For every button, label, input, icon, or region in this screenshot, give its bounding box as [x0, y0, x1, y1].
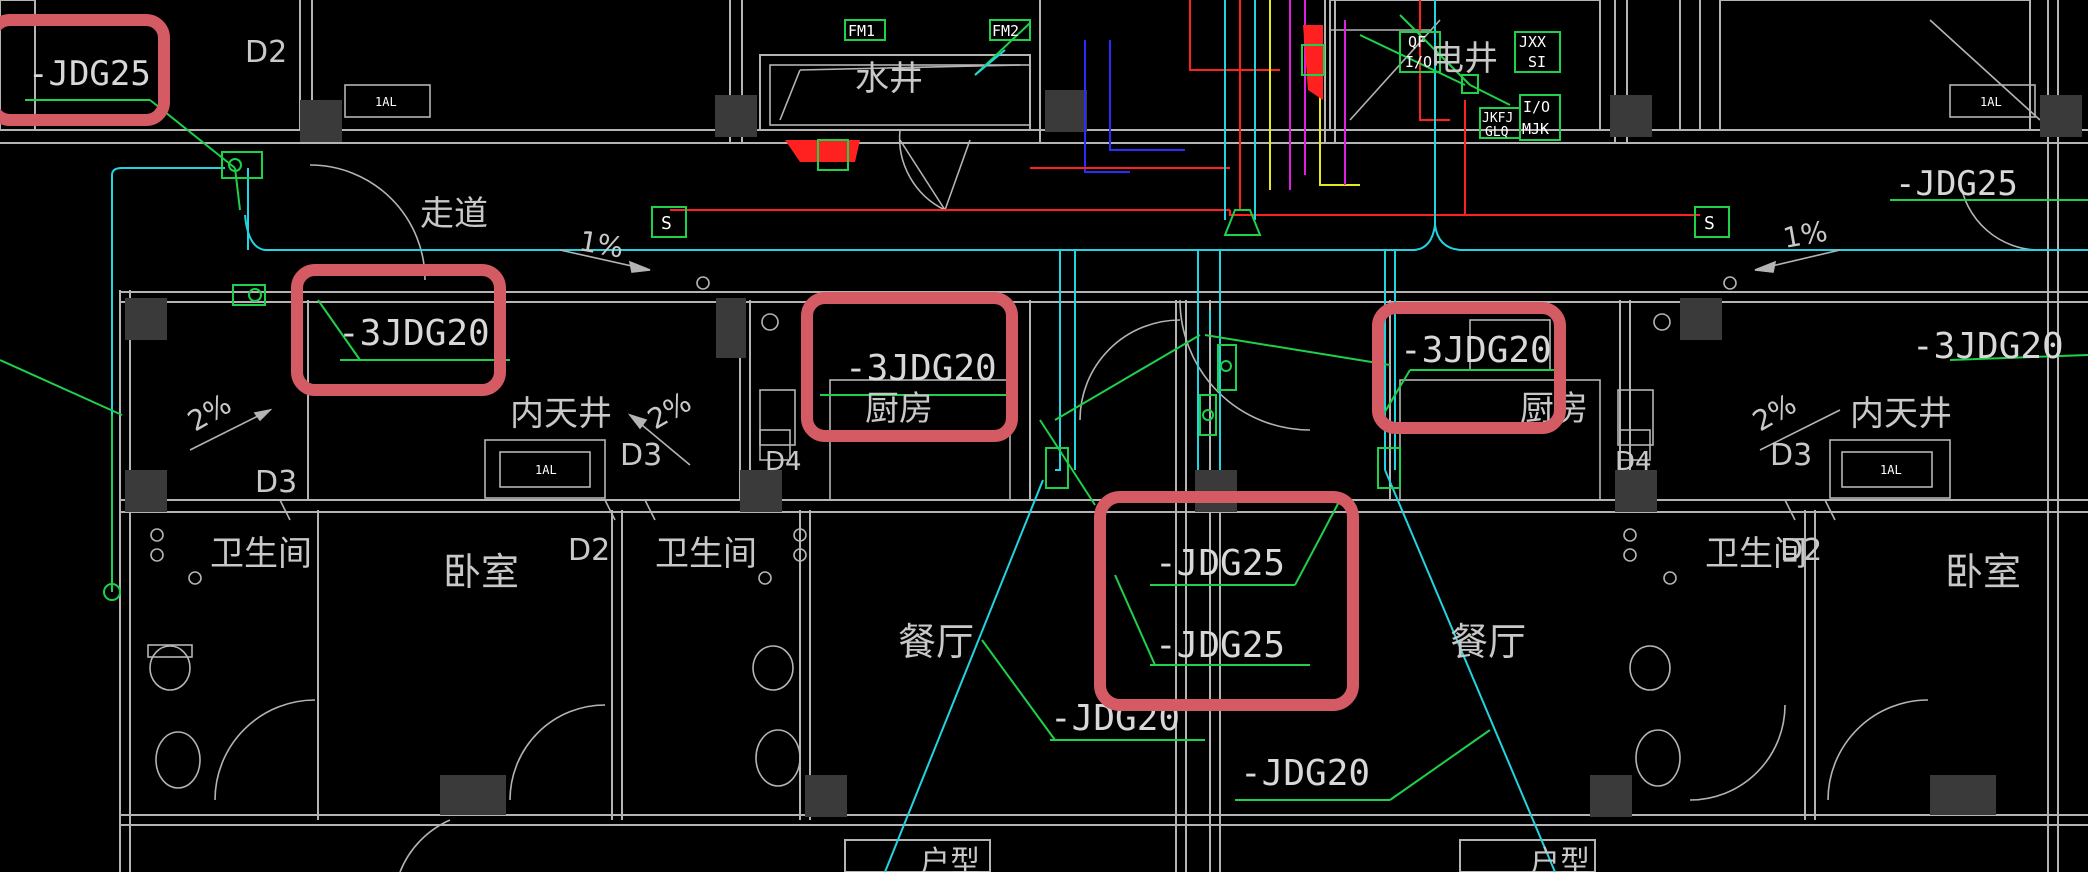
tag-io-b: I/O	[1523, 98, 1550, 116]
label-electrical-shaft: 电井	[1430, 39, 1498, 79]
tag-panel-mid-left: 1AL	[535, 463, 557, 477]
tag-fm2: FM2	[992, 22, 1019, 40]
label-inner-shaft-left: 内天井	[510, 394, 612, 434]
label-bathroom-left-b: 卫生间	[655, 534, 757, 574]
label-bottom-right-fragment: 户型	[1530, 845, 1590, 872]
highlight-jdg25-center	[1094, 491, 1359, 711]
slope-corridor-left: 1%	[577, 224, 626, 264]
label-bottom-left-fragment: 户型	[920, 845, 980, 872]
tag-panel-top-right: 1AL	[1980, 95, 2002, 109]
label-bedroom-right: 卧室	[1945, 550, 2021, 594]
red-panel-symbol	[1303, 25, 1323, 100]
colored-wiring	[670, 0, 1700, 216]
highlight-boxes	[0, 14, 1566, 711]
tag-panel-top-left: 1AL	[375, 95, 397, 109]
conduit-label-jdg25-center-a: -JDG25	[1155, 543, 1285, 584]
conduit-stubs	[974, 49, 1211, 330]
label-bathroom-right: 卫生间	[1705, 534, 1807, 574]
conduit-label-jdg25-center-b: -JDG25	[1155, 625, 1285, 666]
equipment-boxes	[103, 19, 1730, 601]
door-tag-d4-left: D4	[765, 447, 802, 477]
columns	[125, 90, 2082, 817]
door-tag-d4-right: D4	[1615, 447, 1652, 477]
conduit-label-jdg20-bottom-right: -JDG20	[1240, 753, 1370, 794]
tag-mjk: MJK	[1522, 120, 1549, 138]
highlight-3jdg20-right	[1372, 302, 1566, 434]
conduit-label-3jdg20-right-mid: -3JDG20	[1400, 330, 1552, 371]
tag-jxx: JXX	[1519, 33, 1546, 51]
tag-s-left: S	[661, 213, 672, 234]
tag-si: SI	[1528, 53, 1546, 71]
label-shaft: 水井	[855, 59, 923, 99]
door-swings	[214, 19, 2041, 872]
tag-fm1: FM1	[848, 22, 875, 40]
door-tag-d3-left-b: D3	[620, 438, 662, 473]
tag-qf: QF	[1408, 33, 1426, 51]
label-kitchen-left: 厨房	[865, 389, 933, 429]
tag-glq: GLQ	[1485, 125, 1509, 140]
tag-panel-mid-right: 1AL	[1880, 463, 1902, 477]
label-dining-right: 餐厅	[1450, 620, 1526, 664]
label-inner-shaft-right: 内天井	[1850, 394, 1952, 434]
red-equipment-symbol	[785, 140, 860, 162]
label-dining-left: 餐厅	[898, 620, 974, 664]
highlight-3jdg20-left	[291, 264, 506, 396]
label-bathroom-left-a: 卫生间	[210, 534, 312, 574]
label-bedroom-left: 卧室	[443, 550, 519, 594]
door-tag-d2-right: D2	[1780, 533, 1822, 568]
conduit-runs	[111, 0, 2088, 872]
conduit-label-jdg25-top-right: -JDG25	[1895, 164, 2018, 204]
slope-arrows	[189, 249, 1841, 466]
conduit-label-3jdg20-center: -3JDG20	[845, 348, 997, 389]
door-tag-d2-mid: D2	[568, 533, 610, 568]
tag-jkfj: JKFJ	[1482, 111, 1513, 126]
highlight-jdg25-top-left	[0, 14, 170, 126]
conduit-label-3jdg20-left: -3JDG20	[338, 313, 490, 354]
door-tag-d2-top: D2	[245, 35, 287, 70]
door-tag-d3-left: D3	[255, 465, 297, 500]
tag-s-right: S	[1704, 213, 1715, 234]
highlight-3jdg20-center	[801, 292, 1018, 442]
conduit-label-jdg25-top-left: -JDG25	[28, 54, 151, 94]
tag-io-a: I/O	[1405, 53, 1432, 71]
label-corridor: 走道	[420, 194, 488, 234]
door-tag-d3-right: D3	[1770, 438, 1812, 473]
slope-corridor-right: 1%	[1780, 215, 1829, 255]
conduit-label-3jdg20-far-right: -3JDG20	[1912, 326, 2064, 367]
